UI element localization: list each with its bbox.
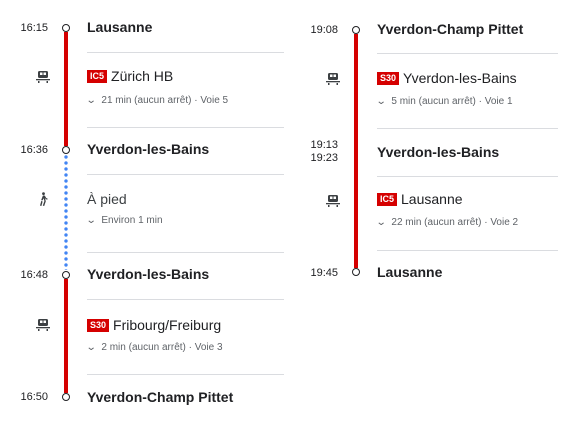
stop-marker bbox=[62, 271, 70, 279]
line-destination: Yverdon-les-Bains bbox=[403, 70, 517, 86]
line-destination: Fribourg/Freiburg bbox=[113, 317, 222, 333]
station-name[interactable]: Yverdon-Champ Pittet bbox=[87, 389, 234, 405]
rail-segment bbox=[354, 34, 358, 268]
line-destination: Lausanne bbox=[401, 191, 463, 207]
line-badge: S30 bbox=[377, 72, 400, 85]
leg-details-toggle[interactable]: ⌄ 2 min (aucun arrêt) · Voie 3 bbox=[85, 342, 223, 353]
stop-marker bbox=[352, 26, 360, 34]
line-badge: IC5 bbox=[377, 193, 398, 206]
station-name[interactable]: Lausanne bbox=[377, 264, 443, 280]
train-icon bbox=[36, 319, 50, 331]
station-name[interactable]: Lausanne bbox=[87, 19, 153, 35]
divider bbox=[87, 174, 284, 175]
station-name[interactable]: Yverdon-les-Bains bbox=[87, 266, 210, 282]
chevron-down-icon: ⌄ bbox=[375, 96, 387, 107]
station-name[interactable]: Yverdon-les-Bains bbox=[87, 141, 210, 157]
train-icon bbox=[326, 73, 340, 85]
leg-details-toggle[interactable]: ⌄ 22 min (aucun arrêt) · Voie 2 bbox=[375, 217, 519, 228]
arrival-time: 16:50 bbox=[20, 391, 48, 403]
departure-time: 19:08 bbox=[310, 24, 338, 36]
walk-title: À pied bbox=[87, 191, 127, 207]
rail-segment bbox=[64, 32, 68, 146]
divider bbox=[87, 52, 284, 53]
stop-marker bbox=[352, 268, 360, 276]
divider bbox=[87, 127, 284, 128]
divider bbox=[87, 299, 284, 300]
divider bbox=[87, 252, 284, 253]
rail-segment bbox=[64, 279, 68, 393]
line-badge: S30 bbox=[87, 319, 110, 332]
divider bbox=[377, 128, 558, 129]
departure-time: 16:15 bbox=[20, 22, 48, 34]
walk-icon bbox=[40, 192, 48, 206]
divider bbox=[377, 250, 558, 251]
line-badge: IC5 bbox=[87, 70, 108, 83]
leg-detail: 5 min (aucun arrêt) · Voie 1 bbox=[391, 96, 513, 107]
leg-details-toggle[interactable]: ⌄ Environ 1 min bbox=[85, 215, 163, 226]
line-destination: Zürich HB bbox=[111, 68, 174, 84]
stop-marker bbox=[62, 393, 70, 401]
station-name[interactable]: Yverdon-Champ Pittet bbox=[377, 21, 524, 37]
divider bbox=[377, 53, 558, 54]
chevron-down-icon: ⌄ bbox=[375, 217, 387, 228]
stop-marker bbox=[62, 24, 70, 32]
train-icon bbox=[326, 195, 340, 207]
stop-marker bbox=[62, 146, 70, 154]
leg-details-toggle[interactable]: ⌄ 5 min (aucun arrêt) · Voie 1 bbox=[375, 96, 513, 107]
chevron-down-icon: ⌄ bbox=[85, 95, 97, 106]
departure-time: 16:48 bbox=[20, 269, 48, 281]
leg-details-toggle[interactable]: ⌄ 21 min (aucun arrêt) · Voie 5 bbox=[85, 95, 229, 106]
divider bbox=[87, 374, 284, 375]
leg-detail: Environ 1 min bbox=[101, 215, 163, 226]
arrival-time: 16:36 bbox=[20, 144, 48, 156]
arrival-time: 19:45 bbox=[310, 267, 338, 279]
chevron-down-icon: ⌄ bbox=[85, 215, 97, 226]
leg-detail: 21 min (aucun arrêt) · Voie 5 bbox=[101, 95, 229, 106]
departure-time: 19:23 bbox=[310, 152, 338, 164]
station-name[interactable]: Yverdon-les-Bains bbox=[377, 144, 500, 160]
chevron-down-icon: ⌄ bbox=[85, 342, 97, 353]
divider bbox=[377, 176, 558, 177]
walk-segment bbox=[64, 154, 68, 270]
leg-detail: 2 min (aucun arrêt) · Voie 3 bbox=[101, 342, 223, 353]
train-icon bbox=[36, 71, 50, 83]
leg-detail: 22 min (aucun arrêt) · Voie 2 bbox=[391, 217, 519, 228]
arrival-time: 19:13 bbox=[310, 139, 338, 151]
